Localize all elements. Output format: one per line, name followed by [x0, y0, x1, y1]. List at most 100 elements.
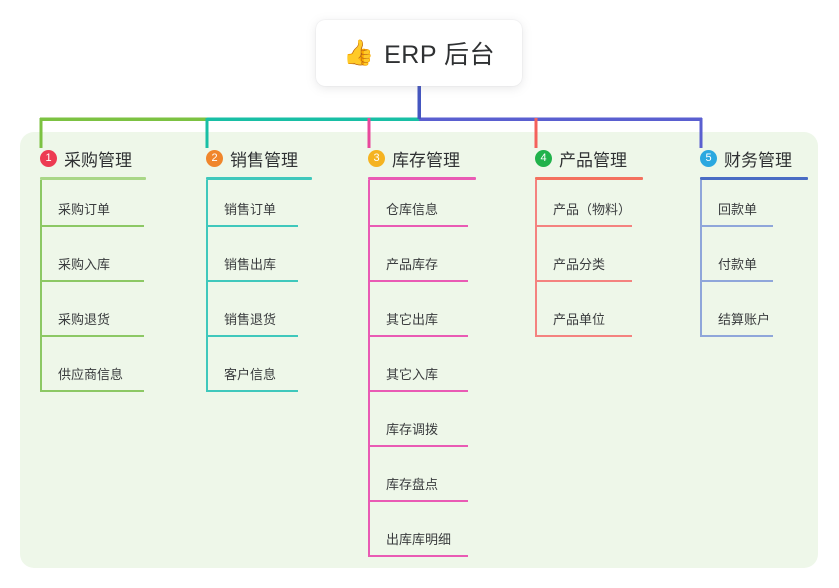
leaf-item[interactable]: 产品单位 [535, 282, 643, 337]
leaf-item[interactable]: 供应商信息 [40, 337, 146, 392]
leaf-label: 其它入库 [386, 367, 439, 382]
leaf-spine [40, 282, 42, 337]
leaf-label: 采购订单 [58, 202, 111, 217]
leaf-item[interactable]: 付款单 [700, 227, 808, 282]
leaf-underline [40, 225, 144, 227]
leaf-item[interactable]: 库存调拨 [368, 392, 476, 447]
leaf-label: 仓库信息 [386, 202, 439, 217]
branch-header-3[interactable]: 3 库存管理 [368, 146, 476, 170]
leaf-item[interactable]: 库存盘点 [368, 447, 476, 502]
leaf-underline [700, 280, 773, 282]
leaf-item[interactable]: 回款单 [700, 180, 808, 227]
leaf-underline [206, 225, 298, 227]
leaf-spine [206, 227, 208, 282]
leaf-item[interactable]: 客户信息 [206, 337, 312, 392]
branch-badge-1: 1 [40, 149, 57, 167]
leaf-spine [206, 282, 208, 337]
leaf-item[interactable]: 销售出库 [206, 227, 312, 282]
leaf-label: 销售退货 [224, 312, 277, 327]
leaf-underline [206, 335, 298, 337]
leaf-underline [700, 335, 773, 337]
leaf-underline [40, 335, 144, 337]
branch-column-4: 4 产品管理产品（物料） 产品分类产品单位 [535, 146, 643, 337]
leaf-underline [368, 500, 468, 502]
branch-item-list: 采购订单采购入库采购退货供应商信息 [40, 180, 146, 392]
leaf-item[interactable]: 结算账户 [700, 282, 808, 337]
branch-underline [40, 177, 146, 180]
leaf-item[interactable]: 出库库明细 [368, 502, 476, 557]
branch-underline [535, 177, 643, 180]
branch-column-3: 3 库存管理仓库信息产品库存其它出库其它入库库存调拨库存盘点出库库明细 [368, 146, 476, 557]
leaf-item[interactable]: 销售退货 [206, 282, 312, 337]
leaf-underline [535, 280, 632, 282]
leaf-spine [368, 447, 370, 502]
leaf-spine [700, 180, 702, 227]
leaf-spine [368, 502, 370, 557]
leaf-label: 产品（物料） [553, 202, 632, 217]
branch-title: 财务管理 [724, 150, 792, 170]
leaf-spine [40, 337, 42, 392]
leaf-label: 其它出库 [386, 312, 439, 327]
leaf-spine [368, 392, 370, 447]
leaf-label: 回款单 [718, 202, 758, 217]
leaf-underline [40, 280, 144, 282]
leaf-item[interactable]: 其它入库 [368, 337, 476, 392]
branch-underline [700, 177, 808, 180]
branch-underline [206, 177, 312, 180]
branch-header-4[interactable]: 4 产品管理 [535, 146, 643, 170]
leaf-underline [368, 335, 468, 337]
leaf-label: 客户信息 [224, 367, 277, 382]
leaf-underline [368, 390, 468, 392]
leaf-spine [700, 282, 702, 337]
leaf-item[interactable]: 产品（物料） [535, 180, 643, 227]
leaf-label: 采购退货 [58, 312, 111, 327]
leaf-label: 产品库存 [386, 257, 439, 272]
leaf-label: 库存盘点 [386, 477, 439, 492]
leaf-item[interactable]: 采购订单 [40, 180, 146, 227]
root-node[interactable]: 👍 ERP 后台 [316, 20, 522, 86]
branch-title: 销售管理 [230, 150, 298, 170]
leaf-item[interactable]: 采购入库 [40, 227, 146, 282]
branch-badge-4: 4 [535, 149, 552, 167]
diagram-panel [20, 132, 818, 568]
leaf-underline [700, 225, 773, 227]
leaf-underline [368, 555, 468, 557]
leaf-item[interactable]: 销售订单 [206, 180, 312, 227]
leaf-item[interactable]: 产品分类 [535, 227, 643, 282]
leaf-underline [535, 225, 632, 227]
branch-title: 产品管理 [559, 150, 627, 170]
leaf-spine [40, 180, 42, 227]
leaf-label: 结算账户 [718, 312, 771, 327]
leaf-spine [206, 180, 208, 227]
leaf-underline [206, 280, 298, 282]
leaf-spine [206, 337, 208, 392]
leaf-label: 供应商信息 [58, 367, 124, 382]
leaf-item[interactable]: 采购退货 [40, 282, 146, 337]
branch-item-list: 仓库信息产品库存其它出库其它入库库存调拨库存盘点出库库明细 [368, 180, 476, 557]
branch-title: 库存管理 [392, 150, 460, 170]
leaf-spine [368, 180, 370, 227]
leaf-spine [535, 282, 537, 337]
leaf-item[interactable]: 产品库存 [368, 227, 476, 282]
leaf-spine [40, 227, 42, 282]
leaf-item[interactable]: 其它出库 [368, 282, 476, 337]
branch-item-list: 产品（物料） 产品分类产品单位 [535, 180, 643, 337]
branch-item-list: 回款单付款单结算账户 [700, 180, 808, 337]
leaf-label: 采购入库 [58, 257, 111, 272]
leaf-underline [368, 225, 468, 227]
leaf-spine [368, 227, 370, 282]
leaf-label: 产品单位 [553, 312, 606, 327]
leaf-spine [535, 227, 537, 282]
branch-badge-3: 3 [368, 149, 385, 167]
leaf-item[interactable]: 仓库信息 [368, 180, 476, 227]
leaf-spine [700, 227, 702, 282]
root-title: ERP 后台 [384, 41, 496, 69]
leaf-underline [368, 445, 468, 447]
leaf-label: 出库库明细 [386, 532, 452, 547]
